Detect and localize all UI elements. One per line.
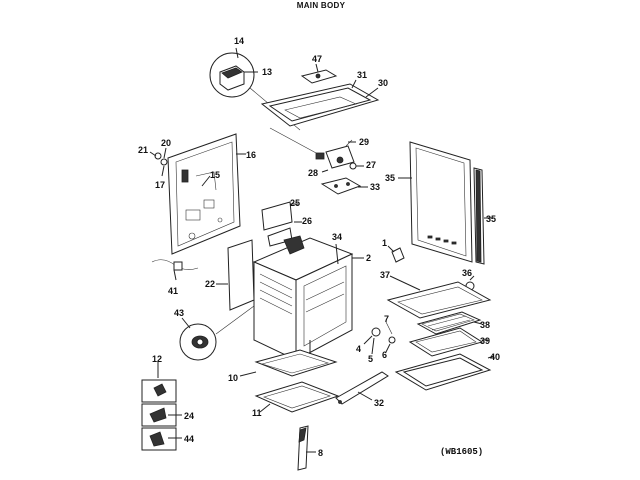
callout-37: 37	[380, 270, 390, 280]
callout-34: 34	[332, 232, 342, 242]
diagram-code: (WB1605)	[440, 447, 483, 457]
callout-36: 36	[462, 268, 472, 278]
callout-30: 30	[378, 78, 388, 88]
callout-13: 13	[262, 67, 272, 77]
callout-15: 15	[210, 170, 220, 180]
callout-43: 43	[174, 308, 184, 318]
callout-7: 7	[384, 314, 389, 324]
back-panel	[149, 133, 246, 255]
callout-16: 16	[246, 150, 256, 160]
wire-harness	[151, 259, 199, 281]
callout-27: 27	[366, 160, 376, 170]
callout-28: 28	[308, 168, 318, 178]
callout-6: 6	[382, 350, 387, 360]
oven-cavity	[216, 201, 364, 361]
callout-1: 1	[382, 238, 387, 248]
callout-4: 4	[356, 344, 361, 354]
callout-14: 14	[234, 36, 244, 46]
callout-8: 8	[318, 448, 323, 458]
callout-40: 40	[490, 352, 500, 362]
callout-41: 41	[168, 286, 178, 296]
part-boxes-12-24-44	[141, 362, 182, 451]
callout-32: 32	[374, 398, 384, 408]
callout-24: 24	[184, 411, 194, 421]
callout-21: 21	[138, 145, 148, 155]
callout-12: 12	[152, 354, 162, 364]
callout-2: 2	[366, 253, 371, 263]
callout-25: 25	[290, 198, 300, 208]
callout-10: 10	[228, 373, 238, 383]
callout-11: 11	[252, 408, 262, 418]
rack-and-broiler-parts	[363, 245, 495, 391]
switch-assembly	[269, 127, 368, 195]
part-group-43	[179, 305, 255, 361]
callout-39: 39	[480, 336, 490, 346]
callout-31: 31	[357, 70, 367, 80]
callout-22: 22	[205, 279, 215, 289]
callout-26: 26	[302, 216, 312, 226]
callout-35-door: 35	[385, 173, 395, 183]
bottom-trays	[239, 340, 389, 471]
callout-33: 33	[370, 182, 380, 192]
callout-20: 20	[161, 138, 171, 148]
callout-5: 5	[368, 354, 373, 364]
callout-29: 29	[359, 137, 369, 147]
top-panel	[260, 63, 380, 127]
callout-38: 38	[480, 320, 490, 330]
diagram-title: MAIN BODY	[297, 1, 346, 10]
callout-44: 44	[184, 434, 194, 444]
callout-47: 47	[312, 54, 322, 64]
callout-17: 17	[155, 180, 165, 190]
oven-door	[398, 141, 494, 265]
callout-35-gasket: 35	[486, 214, 496, 224]
